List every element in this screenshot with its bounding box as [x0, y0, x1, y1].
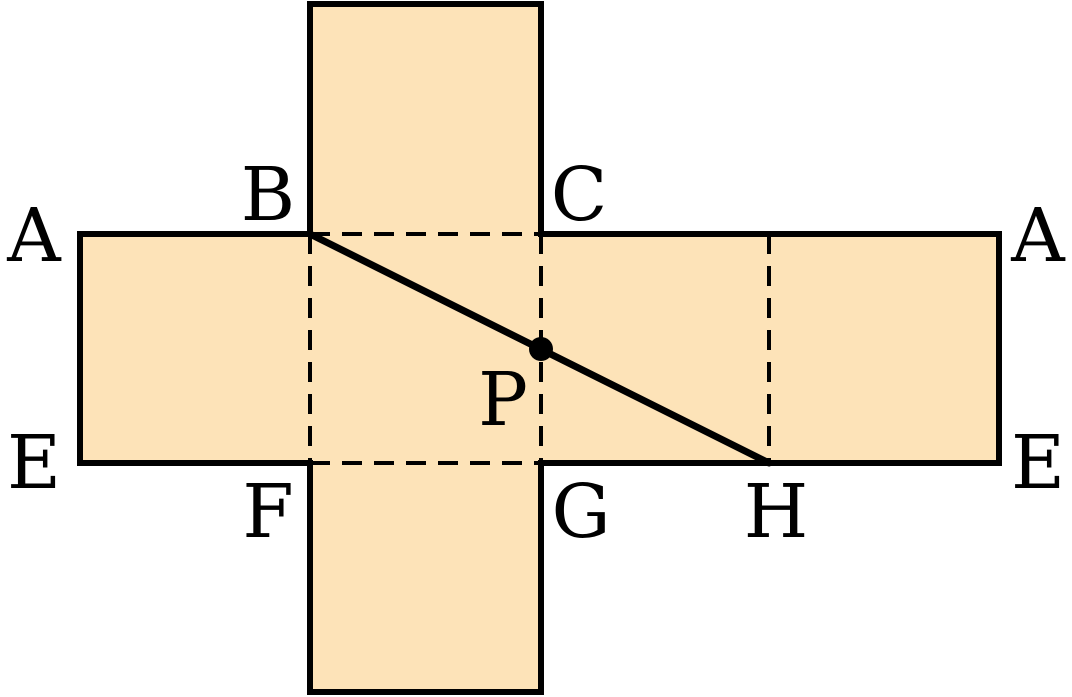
- label-c: C: [551, 152, 608, 238]
- label-e-left: E: [7, 420, 61, 506]
- vertex-labels: A A B C E E F G H P: [6, 152, 1066, 555]
- label-h: H: [744, 469, 809, 555]
- label-a-left: A: [6, 193, 62, 279]
- top-face: [310, 4, 541, 234]
- label-e-right: E: [1011, 420, 1065, 506]
- label-g: G: [551, 469, 610, 555]
- label-a-right: A: [1010, 193, 1066, 279]
- net-outline: [77, 1, 1002, 695]
- point-p-dot: [529, 337, 553, 361]
- label-p: P: [478, 357, 528, 443]
- bottom-face: [310, 463, 541, 692]
- label-b: B: [241, 152, 295, 238]
- label-f: F: [242, 469, 293, 555]
